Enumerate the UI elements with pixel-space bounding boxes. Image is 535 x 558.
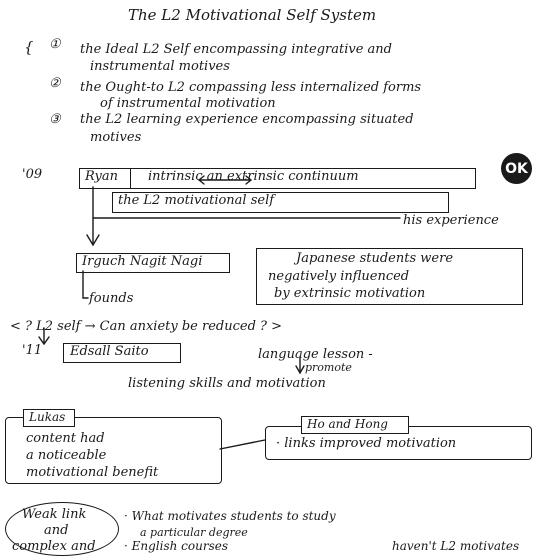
founds-bracket	[82, 270, 89, 299]
ho-name: Ho and Hong	[307, 417, 388, 431]
list-item-number: ③	[49, 112, 61, 127]
founds-label: founds	[89, 291, 134, 306]
box-connector	[219, 439, 266, 450]
note-line: a particular degree	[140, 526, 248, 539]
irie-name-box	[76, 253, 230, 273]
lukas-name-box	[23, 409, 75, 427]
edsall-name: Edsall Saito	[70, 344, 149, 359]
ryan-name-box	[79, 168, 131, 189]
weak-link-bubble	[5, 502, 119, 556]
list-bracket: {	[24, 38, 34, 56]
list-item-line: instrumental motives	[90, 59, 230, 74]
experience-label: his experience	[403, 213, 499, 228]
question-line: < ? L2 self → Can anxiety be reduced ? >	[10, 319, 283, 334]
list-item-line: of instrumental motivation	[100, 96, 276, 111]
lukas-line: content had	[26, 431, 105, 446]
page-title: The L2 Motivational Self System	[128, 6, 377, 24]
note-line: · English courses	[124, 539, 229, 553]
lukas-name: Lukas	[29, 410, 66, 424]
bubble-line: Weak link	[22, 507, 87, 522]
irie-finding-box	[256, 248, 523, 305]
irie-finding-line: Japanese students were	[296, 251, 454, 266]
year-label: '11	[22, 343, 43, 358]
arrow-head	[86, 234, 100, 247]
promote-label: promote	[305, 361, 352, 374]
list-item-line: the L2 learning experience encompassing …	[80, 112, 414, 127]
self-box	[112, 192, 449, 213]
ryan-name: Ryan	[85, 169, 119, 184]
irie-name: Irguch Nagit Nagi	[82, 254, 203, 269]
edsall-name-box	[63, 343, 181, 363]
list-item-line: the Ought-to L2 compassing less internal…	[80, 80, 422, 95]
lukas-box	[5, 417, 222, 484]
bubble-line: and	[44, 523, 69, 538]
irie-finding-line: negatively influenced	[268, 269, 410, 284]
note-line: haven't L2 motivates	[392, 539, 520, 553]
note-line: · What motivates students to study	[124, 509, 336, 523]
lukas-line: a noticeable	[26, 448, 107, 463]
lesson-label: language lesson -	[258, 347, 373, 362]
irie-finding-line: by extrinsic motivation	[274, 286, 426, 301]
self-arrow-head	[38, 336, 50, 346]
list-item-line: the Ideal L2 Self encompassing integrati…	[80, 42, 392, 57]
skills-label: listening skills and motivation	[128, 376, 326, 391]
promote-arrow-head	[295, 365, 305, 375]
self-box-label: the L2 motivational self	[118, 193, 275, 208]
year-label: '09	[22, 167, 43, 182]
ho-name-box	[301, 416, 409, 434]
lukas-line: motivational benefit	[26, 465, 159, 480]
list-item-line: motives	[90, 130, 142, 145]
bubble-line: complex and	[12, 539, 96, 554]
list-item-number: ②	[49, 76, 61, 91]
list-item-number: ①	[49, 37, 61, 52]
ok-bubble-icon: OK	[501, 153, 532, 184]
ho-line: · links improved motivation	[276, 436, 457, 451]
